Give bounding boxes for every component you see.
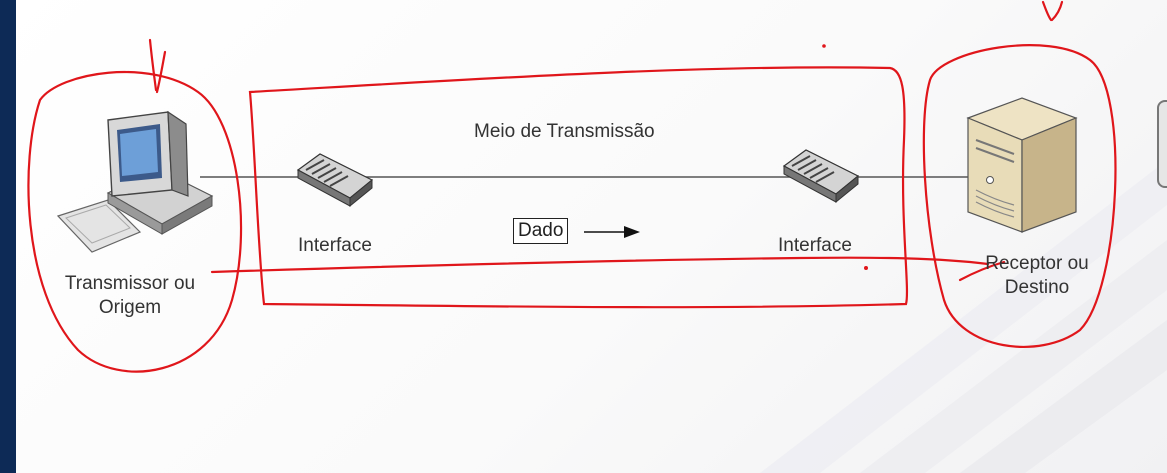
sender-label: Transmissor ou Origem [30,272,230,320]
receiver-label-line2: Destino [1004,277,1070,298]
receiver-label-line1: Receptor ou [985,253,1089,274]
server-icon [966,97,1078,233]
receiver-label: Receptor ou Destino [952,252,1122,300]
red-annotations [27,0,1117,373]
computer-icon [56,110,214,253]
transmission-medium-title: Meio de Transmissão [474,121,655,142]
edge-scroll-handle[interactable] [1157,100,1167,188]
sender-label-line1: Transmissor ou [64,273,196,294]
interface-label-left: Interface [298,235,372,256]
interface-label-right: Interface [778,235,852,256]
interface-switch-icon-left [296,153,374,208]
data-arrow [584,226,640,238]
slide-accent-bar [0,0,16,473]
data-box: Dado [513,218,569,244]
interface-switch-icon-right [782,149,860,204]
sender-label-line2: Origem [98,297,162,318]
